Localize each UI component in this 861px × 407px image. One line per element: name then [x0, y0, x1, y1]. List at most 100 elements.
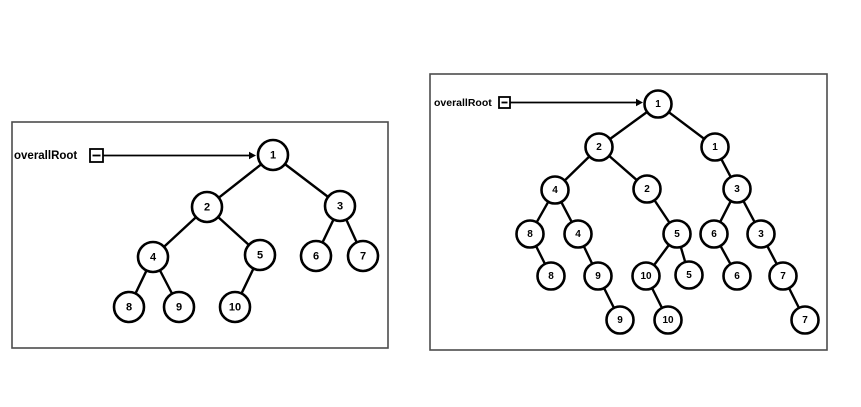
- tree-edge: [216, 162, 264, 200]
- tree-node-label: 8: [527, 229, 533, 240]
- tree-nodes: 1 2 3 4 5 6 7 8 9 10: [112, 138, 380, 324]
- overall-root-label: overallRoot: [14, 150, 77, 162]
- tree-node-circle[interactable]: [540, 175, 570, 205]
- tree-node-label: 6: [711, 229, 717, 240]
- tree-node-circle[interactable]: [190, 190, 224, 224]
- tree-edge: [344, 217, 359, 245]
- tree-node-circle[interactable]: [136, 240, 170, 274]
- binary-tree-original-panel: overallRoot 1 2 3 4 5 6 7 8 9 10: [11, 121, 389, 349]
- tree-node-label: 9: [595, 271, 601, 282]
- tree-edge: [216, 215, 251, 247]
- tree-node-circle[interactable]: [299, 239, 333, 273]
- tree-node-circle[interactable]: [674, 260, 704, 290]
- tree-edge: [650, 285, 664, 311]
- tree-node-label: 5: [257, 250, 263, 262]
- tree-node-label: 5: [686, 270, 692, 281]
- tree-node-label: 9: [176, 302, 182, 314]
- tree-edge: [282, 162, 331, 199]
- tree-edges: [534, 110, 801, 311]
- tree-node-circle[interactable]: [662, 219, 692, 249]
- binary-tree-doubled-frame: [429, 73, 828, 351]
- tree-node-circle[interactable]: [162, 290, 196, 324]
- tree-node-label: 6: [734, 271, 740, 282]
- tree-node-label: 3: [337, 201, 343, 213]
- overall-root-arrow-head: [636, 98, 643, 107]
- binary-tree-doubled-panel: overallRoot 1 2 1 4 2 3 8 4 5 6 3 8 9 10 5 6 7 9 10 7: [429, 73, 828, 351]
- tree-edge: [719, 156, 733, 180]
- tree-node-label: 2: [596, 142, 602, 153]
- tree-node-label: 2: [204, 202, 210, 214]
- panels-group: overallRoot 1 2 3 4 5 6 7 8 9 10 overallRoot 1 2 1 4 2 3 8…: [11, 73, 828, 351]
- tree-node-circle[interactable]: [346, 239, 380, 273]
- tree-edge: [239, 266, 256, 296]
- tree-node-label: 1: [655, 99, 661, 110]
- tree-node-label: 3: [758, 229, 764, 240]
- tree-edge: [607, 153, 639, 183]
- tree-node-circle[interactable]: [631, 261, 661, 291]
- tree-edge: [133, 268, 149, 296]
- tree-nodes: 1 2 1 4 2 3 8 4 5 6 3 8 9 10 5 6 7 9 10 7: [515, 89, 820, 335]
- tree-edge: [787, 285, 801, 311]
- tree-node-label: 3: [734, 184, 740, 195]
- tree-node-circle[interactable]: [746, 219, 776, 249]
- tree-node-label: 1: [712, 142, 718, 153]
- tree-node-label: 10: [229, 302, 241, 314]
- tree-edge: [607, 110, 650, 141]
- tree-node-circle[interactable]: [722, 174, 752, 204]
- overall-root-label: overallRoot: [434, 97, 492, 109]
- tree-edge: [666, 110, 707, 141]
- tree-node-circle[interactable]: [584, 132, 614, 162]
- tree-edge: [741, 198, 757, 225]
- tree-node-circle[interactable]: [699, 219, 729, 249]
- tree-edge: [652, 242, 671, 268]
- tree-edge: [320, 217, 336, 245]
- overall-root-arrow-head: [249, 151, 256, 160]
- tree-node-circle[interactable]: [536, 261, 566, 291]
- tree-edge: [562, 154, 592, 183]
- tree-node-circle[interactable]: [722, 261, 752, 291]
- tree-node-circle[interactable]: [515, 219, 545, 249]
- tree-node-label: 5: [674, 229, 680, 240]
- tree-node-label: 8: [126, 302, 132, 314]
- tree-node-circle[interactable]: [605, 305, 635, 335]
- tree-node-label: 7: [360, 251, 366, 263]
- tree-node-circle[interactable]: [218, 290, 252, 324]
- tree-node-label: 4: [552, 185, 558, 196]
- tree-node-label: 8: [548, 271, 554, 282]
- tree-node-label: 1: [270, 150, 276, 162]
- tree-node-label: 7: [780, 271, 786, 282]
- tree-edges: [133, 162, 359, 296]
- tree-edge: [534, 243, 547, 267]
- tree-edge: [161, 215, 199, 249]
- tree-node-circle[interactable]: [112, 290, 146, 324]
- tree-edge: [534, 199, 551, 225]
- tree-node-label: 2: [644, 184, 650, 195]
- tree-node-circle[interactable]: [768, 261, 798, 291]
- tree-node-circle[interactable]: [563, 219, 593, 249]
- tree-node-circle[interactable]: [653, 305, 683, 335]
- tree-edge: [679, 244, 687, 265]
- tree-edge: [559, 199, 574, 225]
- tree-node-label: 4: [575, 229, 581, 240]
- tree-node-label: 10: [662, 315, 674, 326]
- tree-node-circle[interactable]: [790, 305, 820, 335]
- tree-node-circle[interactable]: [583, 261, 613, 291]
- tree-node-label: 10: [640, 271, 652, 282]
- tree-edge: [582, 243, 594, 267]
- tree-edge: [158, 268, 174, 296]
- tree-node-label: 9: [617, 315, 623, 326]
- tree-node-label: 7: [802, 315, 808, 326]
- tree-edge: [718, 243, 733, 267]
- tree-edge: [718, 198, 733, 225]
- tree-node-circle[interactable]: [243, 238, 277, 272]
- tree-node-label: 6: [313, 251, 319, 263]
- tree-node-circle[interactable]: [700, 132, 730, 162]
- tree-node-circle[interactable]: [323, 189, 357, 223]
- tree-node-circle[interactable]: [632, 174, 662, 204]
- tree-node-circle[interactable]: [643, 89, 673, 119]
- tree-edge: [765, 243, 779, 267]
- tree-edge: [652, 198, 672, 225]
- tree-node-label: 4: [150, 252, 157, 264]
- tree-node-circle[interactable]: [256, 138, 290, 172]
